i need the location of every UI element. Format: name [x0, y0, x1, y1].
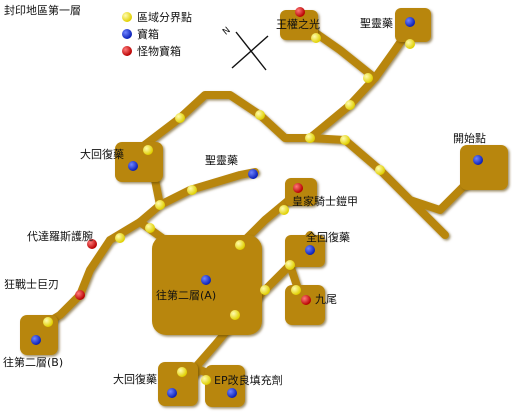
compass-icon: N [221, 26, 269, 71]
boundary-point [291, 285, 301, 295]
boundary-point [230, 310, 240, 320]
legend-boundary-label: 區域分界點 [137, 11, 192, 24]
label-ep-gai-liang-tian-chong-ji: EP改良填充劑 [214, 373, 283, 387]
boundary-point [311, 33, 321, 43]
room-quan-hui-fu [285, 235, 325, 267]
room-da-hui-fu-bottom [158, 362, 198, 406]
label-sheng-ling-yao-mid: 聖靈藥 [205, 154, 238, 167]
treasure-chest [305, 245, 315, 255]
legend-treasure-icon [122, 29, 132, 39]
legend-monster-icon [122, 46, 132, 56]
treasure-chest [248, 169, 258, 179]
boundary-points [43, 33, 415, 385]
monster-chest [87, 239, 97, 249]
monster-chests [75, 7, 311, 305]
boundary-point [305, 133, 315, 143]
legend: 區域分界點 寶箱 怪物寶箱 [122, 11, 192, 58]
boundary-point [187, 185, 197, 195]
label-sheng-ling-yao-top: 聖靈藥 [360, 17, 393, 30]
room-second-floor-a [152, 235, 262, 335]
room-nine-tail [285, 285, 325, 325]
boundary-point [340, 135, 350, 145]
monster-chest [301, 295, 311, 305]
boundary-point [143, 145, 153, 155]
boundary-point [363, 73, 373, 83]
monster-chest [295, 7, 305, 17]
label-da-hui-fu-yao-left: 大回復藥 [80, 147, 124, 161]
treasure-chest [167, 388, 177, 398]
corridor-main-loop [134, 24, 414, 154]
boundary-point [285, 260, 295, 270]
boundary-point [345, 100, 355, 110]
label-dai-da-luo-si-hu-wan: 代達羅斯護腕 [27, 229, 93, 243]
corridor-to-treasure-mid [156, 168, 259, 209]
label-da-hui-fu-yao-bottom: 大回復藥 [113, 372, 157, 386]
boundary-point [43, 317, 53, 327]
boundary-point [177, 367, 187, 377]
boundary-point [155, 200, 165, 210]
compass-north-label: N [221, 26, 233, 38]
boundary-point [145, 223, 155, 233]
label-quan-hui-fu-yao: 全回復藥 [306, 230, 350, 244]
monster-chest [75, 290, 85, 300]
map-title: 封印地區第一層 [4, 3, 81, 17]
label-wang-di-er-ceng-b: 往第二層(B) [3, 355, 63, 369]
treasure-chest [31, 335, 41, 345]
label-kai-shi-dian: 開始點 [453, 131, 486, 145]
boundary-point [255, 110, 265, 120]
boundary-point [279, 205, 289, 215]
label-wang-di-er-ceng-a: 往第二層(A) [156, 288, 216, 302]
boundary-point [175, 113, 185, 123]
legend-monster-label: 怪物寶箱 [137, 44, 181, 58]
treasure-chest [227, 388, 237, 398]
label-wang-quan-zhi-guang: 王權之光 [276, 17, 320, 31]
room-wang-quan [280, 10, 318, 40]
boundary-point [115, 233, 125, 243]
boundary-point [260, 285, 270, 295]
boundary-point [375, 165, 385, 175]
boundary-point [405, 39, 415, 49]
label-kuang-zhan-shi-ju-ren: 狂戰士巨刃 [4, 278, 59, 291]
label-jiu-wei: 九尾 [315, 293, 337, 306]
treasure-chest [201, 275, 211, 285]
treasure-chests [31, 17, 483, 398]
boundary-point [201, 375, 211, 385]
boundary-point [235, 240, 245, 250]
label-huang-jia-qi-shi-kai-jia: 皇家騎士鎧甲 [292, 194, 358, 208]
legend-boundary-icon [122, 12, 132, 22]
room-start [460, 145, 508, 190]
monster-chest [293, 183, 303, 193]
treasure-chest [473, 155, 483, 165]
treasure-chest [128, 161, 138, 171]
legend-treasure-label: 寶箱 [137, 27, 159, 41]
corridor-to-start [306, 134, 449, 239]
treasure-chest [405, 17, 415, 27]
